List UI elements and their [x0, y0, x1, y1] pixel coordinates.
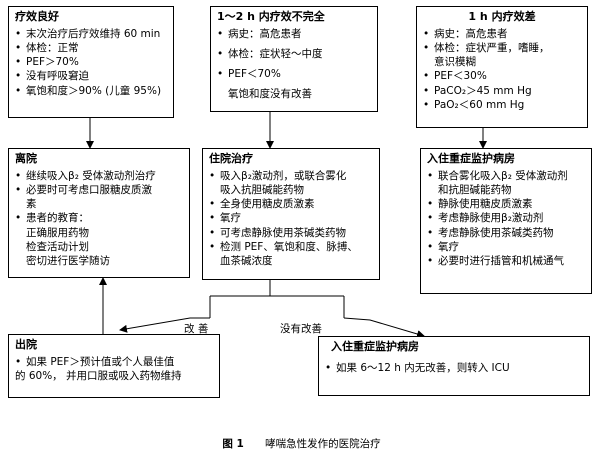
figure-caption-text: 哮喘急性发作的医院治疗	[265, 438, 381, 450]
list-item: 联合雾化吸入β₂ 受体激动剂	[427, 169, 585, 183]
list-item: 体检：正常	[15, 41, 167, 55]
list-item: 体检：症状严重，嗜睡，	[423, 41, 581, 55]
discharge-home-title: 离院	[15, 152, 37, 165]
list-item: PEF＞70%	[15, 55, 167, 69]
good-response-title: 疗效良好	[15, 10, 59, 23]
list-item: 氧疗	[427, 240, 585, 254]
list-item: PaCO₂＞45 mm Hg	[423, 84, 581, 98]
list-item: 检查活动计划	[26, 240, 89, 253]
list-item: 血茶碱浓度	[220, 254, 273, 267]
list-item: PEF＜30%	[423, 69, 581, 83]
icu-transfer-box: 入住重症监护病房 如果 6～12 h 内无改善，则转入 ICU	[318, 336, 590, 396]
list-item: 氧饱和度没有改善	[228, 88, 312, 101]
list-item: PaO₂＜60 mm Hg	[423, 98, 581, 112]
arrow-improved-to-discharge	[119, 317, 210, 333]
list-item: 末次治疗后疗效维持 60 min	[15, 27, 167, 41]
discharge-box: 出院 如果 PEF＞预计值或个人最佳值 的 60%， 并用口服或吸入药物维持	[8, 334, 220, 398]
not-improved-label: 没有改善	[280, 323, 322, 335]
list-item: 考虑静脉使用β₂激动剂	[427, 211, 585, 225]
list-item: 没有呼吸窘迫	[15, 69, 167, 83]
list-item: 考虑静脉使用茶碱类药物	[427, 226, 585, 240]
arrow-not-improved-to-icu	[343, 317, 425, 338]
list-item: 体检：症状轻～中度	[217, 47, 371, 61]
list-item: 氧疗	[209, 211, 373, 225]
hospital-treatment-box: 住院治疗 吸入β₂激动剂，或联合雾化 吸入抗胆碱能药物 全身使用糖皮质激素 氧疗…	[202, 148, 380, 280]
list-item: 必要时进行插管和机械通气	[427, 254, 585, 268]
icu-transfer-title: 入住重症监护病房	[331, 340, 419, 353]
list-item: 检测 PEF、氧饱和度、脉搏、	[209, 240, 373, 254]
list-item: 如果 6～12 h 内无改善，则转入 ICU	[325, 361, 583, 375]
hospital-treatment-title: 住院治疗	[209, 152, 253, 165]
list-item: 如果 PEF＞预计值或个人最佳值	[15, 355, 213, 369]
list-item: 素	[26, 198, 37, 211]
list-item: 全身使用糖皮质激素	[209, 197, 373, 211]
list-item: 的 60%， 并用口服或吸入药物维持	[15, 370, 182, 383]
list-item: 和抗胆碱能药物	[438, 184, 512, 197]
discharge-title: 出院	[15, 338, 37, 351]
improved-label: 改 善	[184, 323, 209, 335]
incomplete-response-title: 1～2 h 内疗效不完全	[217, 10, 325, 23]
list-item: 氧饱和度＞90% (儿童 95%)	[15, 84, 167, 98]
good-response-box: 疗效良好 末次治疗后疗效维持 60 min 体检：正常 PEF＞70% 没有呼吸…	[8, 6, 174, 118]
discharge-home-box: 离院 继续吸入β₂ 受体激动剂治疗 必要时可考虑口服糖皮质激 素 患者的教育： …	[8, 148, 190, 278]
list-item: 意识模糊	[434, 56, 476, 69]
list-item: 病史：高危患者	[423, 27, 581, 41]
icu-admission-title: 入住重症监护病房	[427, 152, 515, 165]
incomplete-response-box: 1～2 h 内疗效不完全 病史：高危患者 体检：症状轻～中度 PEF＜70% 氧…	[210, 6, 378, 112]
icu-admission-box: 入住重症监护病房 联合雾化吸入β₂ 受体激动剂 和抗胆碱能药物 静脉使用糖皮质激…	[420, 148, 592, 294]
list-item: 静脉使用糖皮质激素	[427, 197, 585, 211]
list-item: 继续吸入β₂ 受体激动剂治疗	[15, 169, 183, 183]
list-item: 正确服用药物	[26, 226, 89, 239]
poor-response-box: 1 h 内疗效差 病史：高危患者 体检：症状严重，嗜睡， 意识模糊 PEF＜30…	[416, 6, 588, 128]
list-item: 吸入抗胆碱能药物	[220, 184, 304, 197]
list-item: 密切进行医学随访	[26, 254, 110, 267]
figure-number: 图 1	[222, 438, 244, 450]
list-item: 病史：高危患者	[217, 27, 371, 41]
list-item: 可考虑静脉使用茶碱类药物	[209, 226, 373, 240]
list-item: 必要时可考虑口服糖皮质激	[15, 183, 183, 197]
figure-caption: 图 1 哮喘急性发作的医院治疗	[0, 437, 603, 451]
list-item: PEF＜70%	[217, 67, 371, 81]
poor-response-title: 1 h 内疗效差	[468, 10, 536, 23]
list-item: 吸入β₂激动剂，或联合雾化	[209, 169, 373, 183]
list-item: 患者的教育：	[15, 211, 183, 225]
